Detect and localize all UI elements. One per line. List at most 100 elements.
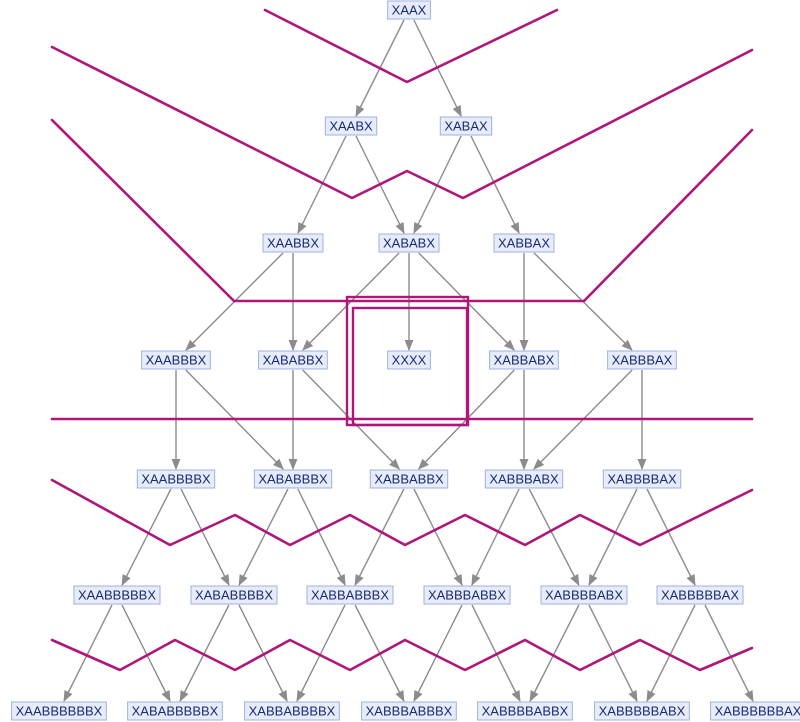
- node-box: [602, 469, 682, 489]
- node-box: [361, 701, 457, 721]
- graph-edge: [413, 488, 463, 587]
- graph-edge: [529, 604, 580, 702]
- graph-node: XAAX: [387, 0, 431, 20]
- node-box: [493, 233, 555, 253]
- graph-edge: [470, 135, 520, 235]
- node-box: [11, 701, 107, 721]
- node-box: [127, 701, 223, 721]
- graph-node: XABBABX: [489, 350, 559, 370]
- node-box: [540, 585, 628, 605]
- graph-node: XABBBBBBAX: [710, 701, 800, 721]
- node-box: [607, 350, 677, 370]
- graph-edge: [413, 604, 463, 703]
- graph-node: XABABBBX: [253, 469, 333, 489]
- node-box: [244, 701, 340, 721]
- node-box: [136, 469, 216, 489]
- foliation-line-5: [50, 478, 754, 547]
- node-label: XABBBABBBX: [366, 704, 453, 719]
- node-label: XABBABBBX: [311, 588, 389, 603]
- node-box: [141, 350, 211, 370]
- graph-edge: [528, 488, 580, 586]
- graph-edge: [121, 604, 171, 703]
- node-label: XABBBAX: [612, 353, 673, 368]
- node-box: [484, 469, 564, 489]
- graph-node: XAABBBX: [141, 350, 211, 370]
- graph-node: XABABBBBBX: [127, 701, 223, 721]
- graph-node: XABBBBABBX: [477, 701, 573, 721]
- node-box: [324, 116, 378, 136]
- node-label: XAABBBBX: [141, 472, 211, 487]
- graph-node: XABBBBAX: [602, 469, 682, 489]
- graph-edge: [238, 488, 289, 586]
- graph-edge: [297, 135, 347, 235]
- node-box: [489, 350, 559, 370]
- node-label: XABBBABX: [489, 472, 559, 487]
- graph-edge: [588, 488, 638, 587]
- node-label: XABABBBBX: [195, 588, 273, 603]
- graph-node: XAABX: [324, 116, 378, 136]
- foliation-line-2: [50, 45, 754, 200]
- graph-edge: [471, 604, 521, 703]
- graph-node: XAABBBBBX: [73, 585, 161, 605]
- node-box: [387, 350, 431, 370]
- node-box: [387, 0, 431, 20]
- graph-node: XABBABBBX: [306, 585, 394, 605]
- node-label: XABABX: [383, 236, 435, 251]
- graph-edge: [180, 488, 230, 587]
- graph-node: XAABBX: [262, 233, 324, 253]
- node-label: XABBBBABBX: [482, 704, 569, 719]
- graph-edge: [121, 488, 172, 586]
- node-label: XABBBBBBAX: [715, 704, 800, 719]
- graph-node: XABBBBABX: [540, 585, 628, 605]
- foliation-lines: [50, 8, 754, 672]
- node-label: XABABBX: [263, 353, 324, 368]
- node-box: [253, 469, 333, 489]
- node-box: [423, 585, 511, 605]
- node-box: [594, 701, 690, 721]
- graph-edge: [238, 604, 288, 703]
- node-label: XABBAX: [498, 236, 550, 251]
- foliation-line-3: [50, 118, 754, 303]
- node-box: [477, 701, 573, 721]
- graph-edge: [179, 604, 230, 702]
- graph-node: XABABBBBX: [190, 585, 278, 605]
- graph-node: XABBBBBAX: [656, 585, 744, 605]
- graph-edge: [704, 604, 754, 703]
- node-label: XAABBBBBX: [78, 588, 156, 603]
- node-box: [656, 585, 744, 605]
- node-label: XABBABBX: [374, 472, 444, 487]
- node-box: [73, 585, 161, 605]
- graph-node: XABBABBBBX: [244, 701, 340, 721]
- graph-node: XABBBABX: [484, 469, 564, 489]
- graph-node: XABBBABBBX: [361, 701, 457, 721]
- node-label: XABABBBBBX: [132, 704, 219, 719]
- graph-node: XABBAX: [493, 233, 555, 253]
- graph-node: XABAX: [439, 116, 493, 136]
- node-label: XABAX: [444, 119, 488, 134]
- graph-node: XAABBBBBBX: [11, 701, 107, 721]
- graph-node: XABBBBBABX: [594, 701, 690, 721]
- graph-node: XABABX: [378, 233, 440, 253]
- node-label: XABBBBBAX: [661, 588, 739, 603]
- foliation-line-1: [263, 8, 559, 84]
- graph-edge: [63, 604, 113, 703]
- node-box: [369, 469, 449, 489]
- node-label: XXXX: [392, 353, 427, 368]
- graph-node: XABABBX: [258, 350, 328, 370]
- node-box: [439, 116, 493, 136]
- node-label: XAAX: [392, 3, 427, 18]
- graph-edge: [471, 488, 520, 587]
- node-label: XAABBX: [267, 236, 319, 251]
- highlight-frame-inner: [351, 306, 469, 427]
- node-label: XAABX: [329, 119, 373, 134]
- graph-edge: [297, 488, 346, 587]
- nodes-layer: XAAX XAABX XABAX XAABBX XABABX XABBAX XAABBBX X…: [11, 0, 800, 721]
- node-label: XABABBBX: [258, 472, 328, 487]
- node-label: XABBABBBBX: [249, 704, 336, 719]
- node-label: XABBBBABX: [545, 588, 623, 603]
- node-box: [378, 233, 440, 253]
- node-box: [710, 701, 800, 721]
- graph-node: XABBBAX: [607, 350, 677, 370]
- foliation-line-6: [50, 638, 754, 672]
